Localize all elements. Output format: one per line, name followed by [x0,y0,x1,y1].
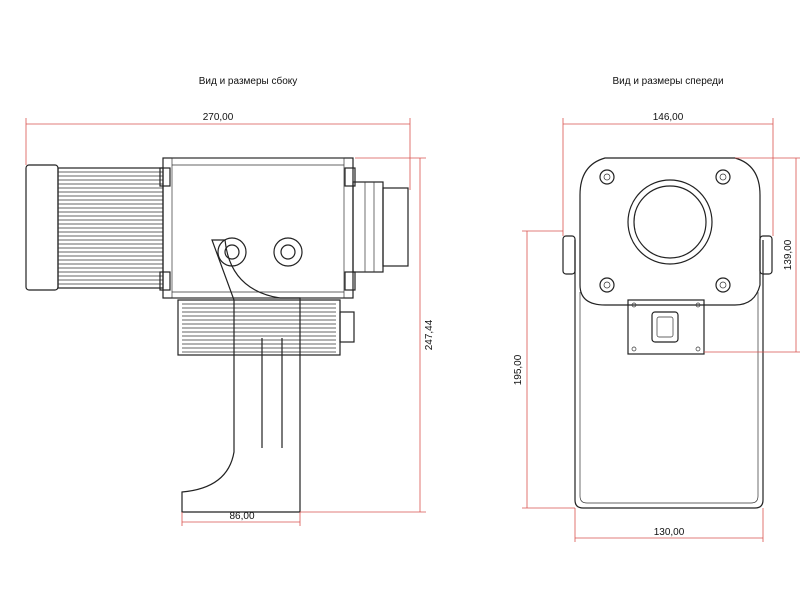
front-view-title: Вид и размеры спереди [612,76,723,87]
adjust-knob-left-icon [217,237,247,267]
front-bolt-icons [599,169,731,293]
power-switch-icon [651,311,679,343]
front-width-label: 146,00 [653,112,684,123]
side-base-dimension [181,512,301,526]
front-head-height-dimension [704,157,800,353]
side-height-dimension [300,157,426,513]
front-lens-outer [627,179,713,265]
lens-holder [352,181,384,273]
clamp-bottom-right [344,271,356,291]
side-view: 270,00 247,44 86,00 [25,112,435,526]
main-housing [162,157,354,299]
side-width-label: 270,00 [203,112,234,123]
heat-sink [57,167,164,289]
side-view-title: Вид и размеры сбоку [199,75,298,87]
front-width-dimension [562,118,774,236]
front-lens-inner [633,185,707,259]
housing-inner [171,157,345,299]
side-base-label: 86,00 [229,511,254,522]
rear-cap [25,164,59,291]
mounting-bracket [181,239,301,513]
front-knob-left [562,235,576,275]
front-knob-right [759,235,773,275]
adjust-knob-right-icon [273,237,303,267]
front-total-height-dimension [522,230,575,509]
lens-barrel [382,187,409,267]
lower-box-connector [339,311,355,343]
front-base-label: 130,00 [654,527,685,538]
front-head-plate [579,157,761,306]
front-head-height-label: 139,00 [783,239,794,270]
side-width-dimension [25,118,411,190]
clamp-bottom-left [159,271,171,291]
front-view: 146,00 139,00 195,00 130,00 [513,112,800,542]
front-yoke [574,240,764,509]
clamp-top-left [159,167,171,187]
front-base-dimension [574,508,764,542]
front-total-height-label: 195,00 [513,354,524,385]
clamp-top-right [344,167,356,187]
control-panel [627,299,705,355]
side-height-label: 247,44 [424,319,435,350]
